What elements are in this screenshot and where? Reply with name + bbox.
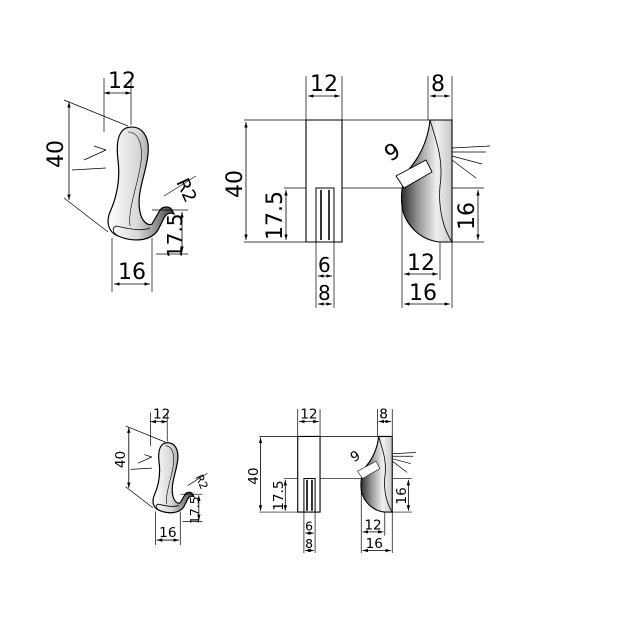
side-angle-label: 9	[381, 139, 406, 168]
iso-view-large: 12 40 R2 17.5 16	[44, 69, 201, 292]
iso-view-small: 12 40 R2 17.5 16	[113, 407, 210, 545]
side-base-label: 16	[409, 281, 437, 306]
front-view-large: 40 17.5 12 6 8	[223, 72, 440, 308]
side-inner-label: 12	[407, 251, 435, 276]
front-outer-label-small: 8	[305, 536, 313, 551]
side-inner-label-small: 12	[364, 517, 381, 533]
iso-base-depth-label-small: 16	[159, 525, 176, 541]
front-inner-label: 6	[318, 253, 331, 277]
iso-width-label: 12	[108, 69, 136, 94]
front-outer-label: 8	[318, 281, 331, 305]
iso-height-label: 40	[44, 140, 69, 168]
iso-base-depth-label: 16	[118, 260, 146, 285]
side-height-label: 16	[455, 202, 480, 230]
iso-height-label-small: 40	[113, 451, 129, 468]
front-inner-label-small: 6	[305, 519, 313, 534]
front-width-label-small: 12	[300, 406, 317, 422]
front-leg-height-label: 17.5	[263, 191, 288, 240]
side-view-large: 8 9 16 12 16	[381, 72, 491, 308]
side-base-label-small: 16	[366, 536, 383, 552]
iso-radius-label: R2	[171, 175, 200, 206]
front-leg-height-label-small: 17.5	[271, 480, 287, 510]
iso-leg-height-label-small: 17.5	[187, 496, 202, 524]
front-total-height-label-small: 40	[246, 467, 262, 484]
side-height-label-small: 16	[394, 487, 410, 504]
front-total-height-label: 40	[223, 170, 248, 198]
front-width-label: 12	[310, 72, 338, 97]
iso-leg-height-label: 17.5	[163, 213, 187, 258]
side-angle-label-small: 9	[348, 448, 364, 466]
iso-width-label-small: 12	[153, 407, 170, 423]
iso-radius-label-small: R2	[192, 473, 210, 492]
side-view-small: 8 9 16 12 16	[348, 406, 416, 553]
front-view-small: 40 17.5 12 6 8	[246, 406, 381, 553]
side-top-label-small: 8	[379, 406, 388, 422]
side-top-label: 8	[431, 72, 445, 97]
